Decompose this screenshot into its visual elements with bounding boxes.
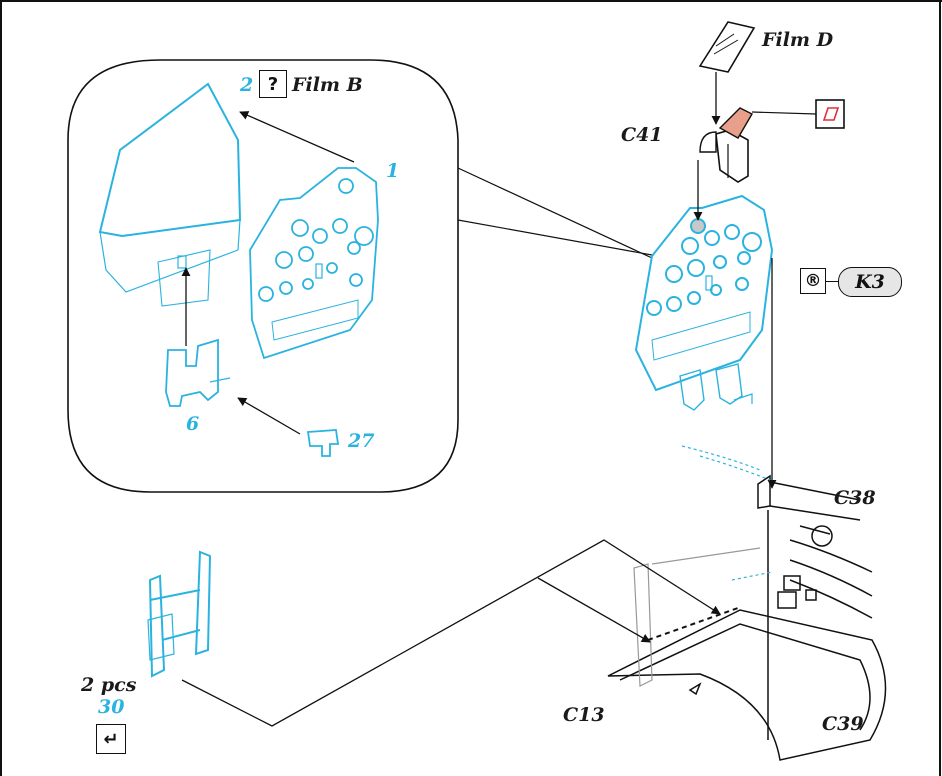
film-b-label: Film B	[292, 74, 363, 96]
two-pcs-label: 2 pcs	[81, 674, 137, 696]
top-arrows	[693, 72, 777, 489]
bend-icon: ↵	[96, 724, 126, 754]
part-c39-floor	[607, 609, 887, 761]
part-27-label: 27	[348, 430, 375, 452]
part-1-instrument-panel	[249, 167, 379, 360]
c38-label: C38	[834, 487, 876, 509]
assembly-lines	[181, 539, 739, 727]
film-d-label: Film D	[762, 29, 834, 51]
k3-connector	[826, 281, 838, 282]
part-6-frame	[165, 338, 231, 407]
part-1-label: 1	[386, 160, 400, 182]
c13-label: C13	[563, 704, 605, 726]
question-icon: ?	[259, 70, 287, 98]
k3-badge: K3	[838, 267, 902, 297]
c41-label: C41	[621, 124, 663, 146]
part-30-brackets	[147, 550, 212, 678]
c39-label: C39	[822, 713, 864, 735]
film-d-sheet	[698, 21, 756, 73]
clear-paint-box	[751, 99, 845, 129]
part-c38-sidewall	[757, 474, 873, 740]
part-27-lever	[306, 429, 340, 457]
part-2-plate	[98, 82, 242, 307]
mounting-structure	[633, 445, 773, 687]
part-2-label: 2	[240, 74, 254, 96]
registered-icon: ®	[800, 268, 826, 294]
main-instrument-panel	[634, 194, 774, 411]
part-30-label: 30	[98, 696, 125, 718]
inset-arrows	[181, 111, 355, 435]
part-c41-gunsight	[699, 107, 753, 183]
part-6-label: 6	[186, 413, 200, 435]
